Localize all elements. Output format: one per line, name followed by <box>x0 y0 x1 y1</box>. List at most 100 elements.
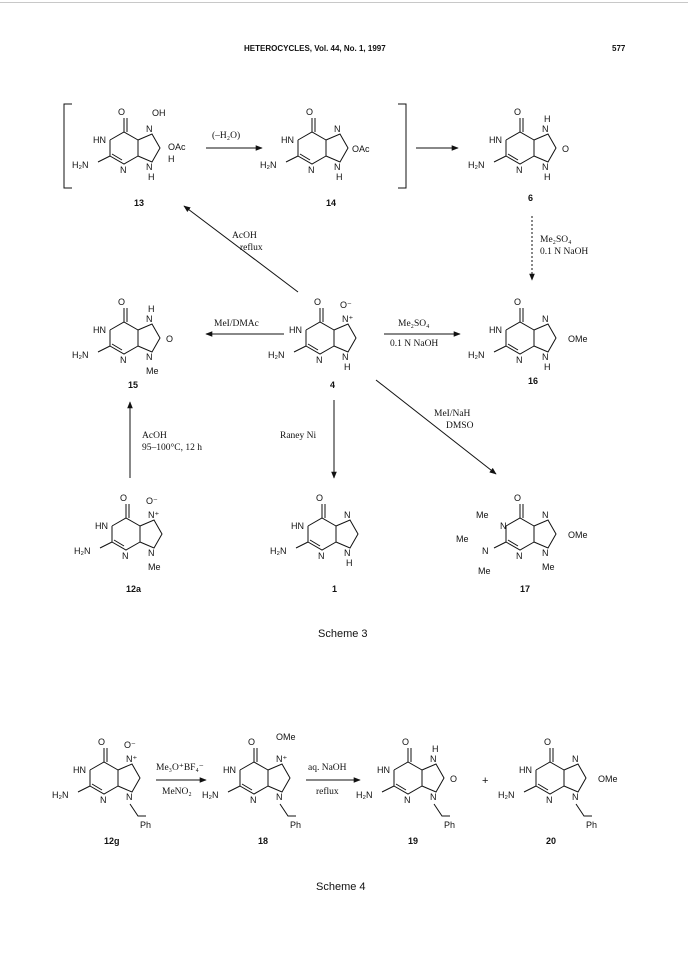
svg-text:OMe: OMe <box>598 774 618 784</box>
label-15: 15 <box>128 380 138 390</box>
svg-text:N: N <box>482 546 489 556</box>
page-number: 577 <box>612 44 626 53</box>
svg-text:N: N <box>344 548 351 558</box>
svg-text:N: N <box>404 795 411 805</box>
svg-text:H: H <box>346 558 353 568</box>
svg-text:HN: HN <box>281 135 294 145</box>
svg-text:HN: HN <box>489 135 502 145</box>
svg-text:N⁺: N⁺ <box>148 510 159 520</box>
cond-me2so4-mid: Me₂SO₄ <box>398 319 429 329</box>
cond-dmso: DMSO <box>446 421 474 431</box>
structure-14: O N OAc N H HN N H₂N <box>260 107 370 182</box>
svg-text:O⁻: O⁻ <box>340 300 352 310</box>
svg-text:N: N <box>542 124 549 134</box>
svg-text:O: O <box>314 297 321 307</box>
svg-text:OMe: OMe <box>276 732 296 742</box>
svg-text:HN: HN <box>489 325 502 335</box>
svg-text:H₂N: H₂N <box>270 546 287 556</box>
scheme3-caption: Scheme 3 <box>318 628 368 640</box>
svg-text:H: H <box>544 362 551 372</box>
svg-text:O⁻: O⁻ <box>124 740 136 750</box>
svg-text:H₂N: H₂N <box>268 350 285 360</box>
svg-text:H₂N: H₂N <box>72 160 89 170</box>
svg-text:N: N <box>342 352 349 362</box>
svg-text:H: H <box>168 154 175 164</box>
svg-text:H: H <box>344 362 351 372</box>
svg-text:Ph: Ph <box>290 820 301 830</box>
structure-19: O N H O N Ph HN N H₂N <box>356 737 457 830</box>
svg-text:HN: HN <box>289 325 302 335</box>
svg-text:Ph: Ph <box>140 820 151 830</box>
cond-raney-ni: Raney Ni <box>280 431 317 441</box>
structure-16: O N OMe N H HN N H₂N <box>468 297 588 372</box>
svg-text:N⁺: N⁺ <box>342 314 353 324</box>
arrow-4-to-17 <box>375 379 497 475</box>
svg-text:O: O <box>118 107 125 117</box>
svg-text:O: O <box>514 493 521 503</box>
svg-text:O: O <box>166 334 173 344</box>
cond-aq-naoh: aq. NaOH <box>308 763 347 773</box>
svg-text:N: N <box>146 352 153 362</box>
svg-text:H₂N: H₂N <box>356 790 373 800</box>
svg-text:N: N <box>542 162 549 172</box>
svg-text:O: O <box>316 493 323 503</box>
structure-17: O Me N N OMe N Me N Me N Me <box>456 493 588 576</box>
svg-text:N: N <box>316 355 323 365</box>
label-4: 4 <box>330 380 335 390</box>
svg-text:N: N <box>146 162 153 172</box>
label-12g: 12g <box>104 836 120 846</box>
svg-text:HN: HN <box>291 521 304 531</box>
svg-text:H₂N: H₂N <box>72 350 89 360</box>
cond-meerwein: Me₃O⁺BF₄⁻ <box>156 763 204 773</box>
svg-text:N: N <box>146 124 153 134</box>
svg-text:N: N <box>500 521 507 531</box>
cond-acoh-2: AcOH <box>142 431 167 441</box>
svg-text:HN: HN <box>95 521 108 531</box>
structure-1: O N N H HN N H₂N <box>270 493 359 568</box>
cond-meno2: MeNO₂ <box>162 787 192 797</box>
svg-text:N: N <box>542 314 549 324</box>
svg-text:N: N <box>148 548 155 558</box>
scheme4-caption: Scheme 4 <box>316 881 366 893</box>
svg-text:H₂N: H₂N <box>74 546 91 556</box>
svg-text:O: O <box>248 737 255 747</box>
cond-naoh-top: 0.1 N NaOH <box>540 247 588 257</box>
svg-text:O: O <box>544 737 551 747</box>
svg-text:O: O <box>562 144 569 154</box>
structure-12g: O O⁻ N⁺ N Ph HN N H₂N <box>52 737 151 830</box>
svg-text:OMe: OMe <box>568 334 588 344</box>
svg-text:N: N <box>542 510 549 520</box>
cond-mei-nah: MeI/NaH <box>434 409 471 419</box>
cond-naoh-mid: 0.1 N NaOH <box>390 339 438 349</box>
label-12a: 12a <box>126 584 142 594</box>
svg-text:N⁺: N⁺ <box>276 754 287 764</box>
svg-text:O: O <box>514 297 521 307</box>
journal-citation: HETEROCYCLES, Vol. 44, No. 1, 1997 <box>244 44 386 53</box>
svg-text:N: N <box>250 795 257 805</box>
label-1: 1 <box>332 584 337 594</box>
svg-text:OMe: OMe <box>568 530 588 540</box>
svg-text:N: N <box>318 551 325 561</box>
svg-text:H₂N: H₂N <box>498 790 515 800</box>
svg-text:H: H <box>336 172 343 182</box>
svg-text:H₂N: H₂N <box>468 160 485 170</box>
structure-20: O N OMe N Ph HN N H₂N <box>498 737 618 830</box>
svg-text:H: H <box>432 744 439 754</box>
svg-text:H: H <box>148 172 155 182</box>
label-19: 19 <box>408 836 418 846</box>
cond-me2so4-top: Me₂SO₄ <box>540 235 571 245</box>
svg-text:N: N <box>122 551 129 561</box>
bracket-right <box>398 103 407 189</box>
svg-text:N: N <box>126 792 133 802</box>
cond-dehydration: (–H₂O) <box>212 130 240 141</box>
svg-text:Me: Me <box>478 566 491 576</box>
svg-text:N: N <box>308 165 315 175</box>
svg-text:N: N <box>100 795 107 805</box>
svg-text:N: N <box>276 792 283 802</box>
svg-text:N: N <box>334 162 341 172</box>
svg-text:O: O <box>450 774 457 784</box>
label-20: 20 <box>546 836 556 846</box>
structure-13: O N OH OAc H N H HN N H₂N <box>72 107 186 182</box>
svg-text:Me: Me <box>146 366 159 376</box>
bracket-left <box>63 103 72 189</box>
